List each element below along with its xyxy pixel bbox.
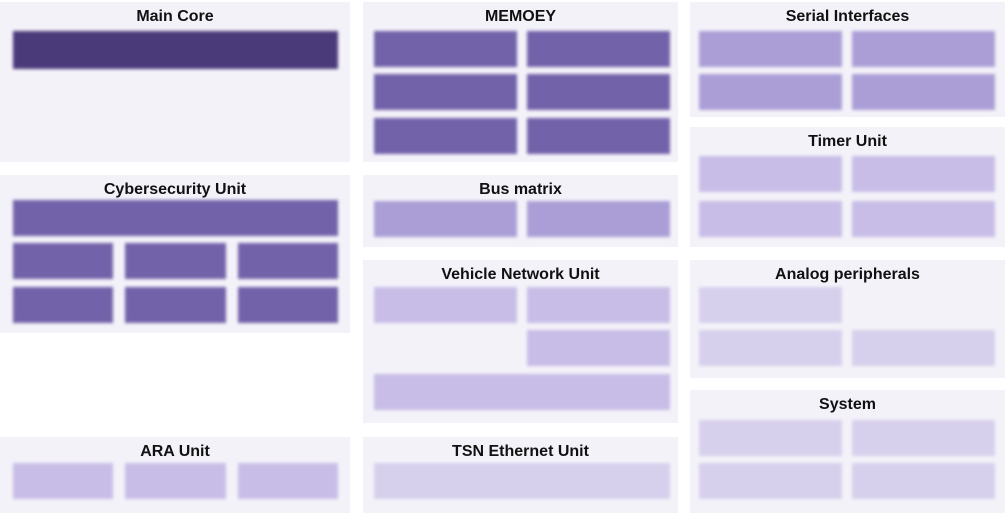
panel-title: ARA Unit <box>140 443 210 460</box>
serial-block <box>699 31 842 67</box>
panel-title: Cybersecurity Unit <box>103 181 247 198</box>
ara-block <box>238 463 338 499</box>
panel-title: Main Core <box>136 8 214 25</box>
memory-block <box>527 74 670 110</box>
timer-block <box>852 156 995 192</box>
system-block <box>699 463 842 499</box>
panel-title: System <box>819 396 876 413</box>
panel-title: Serial Interfaces <box>785 8 910 25</box>
cyber-block <box>238 243 338 279</box>
analog-block <box>699 330 842 366</box>
vnu-block <box>374 287 517 323</box>
timer-block <box>699 201 842 237</box>
panel-memory: MEMOEY <box>363 2 678 162</box>
cyber-block <box>125 287 226 323</box>
system-block <box>852 420 995 456</box>
panel-title: Vehicle Network Unit <box>441 266 600 283</box>
analog-block <box>699 287 842 323</box>
cyber-block <box>13 287 113 323</box>
panel-title: Bus matrix <box>479 181 562 198</box>
panel-bus-matrix: Bus matrix <box>363 175 678 247</box>
system-block <box>699 420 842 456</box>
bus-block <box>527 201 670 237</box>
panel-system: System <box>690 390 1005 513</box>
vnu-block <box>527 287 670 323</box>
vnu-block <box>527 330 670 366</box>
tsn-block <box>374 463 670 499</box>
analog-block <box>852 330 995 366</box>
panel-title: Timer Unit <box>808 133 887 150</box>
vnu-block <box>374 374 670 410</box>
bus-block <box>374 201 517 237</box>
panel-serial-interfaces: Serial Interfaces <box>690 2 1005 117</box>
serial-block <box>852 74 995 110</box>
panel-title: MEMOEY <box>484 8 557 25</box>
cyber-block <box>238 287 338 323</box>
timer-block <box>852 201 995 237</box>
cyber-block <box>125 243 226 279</box>
ara-block <box>125 463 226 499</box>
panel-tsn-ethernet-unit: TSN Ethernet Unit <box>363 437 678 513</box>
panel-title: TSN Ethernet Unit <box>452 443 589 460</box>
serial-block <box>699 74 842 110</box>
memory-block <box>527 118 670 154</box>
main-core-block <box>13 31 338 69</box>
panel-main-core: Main Core <box>0 2 350 162</box>
ara-block <box>13 463 113 499</box>
panel-title: Analog peripherals <box>775 266 920 283</box>
cyber-block <box>13 200 338 236</box>
memory-block <box>527 31 670 67</box>
memory-block <box>374 31 517 67</box>
panel-timer-unit: Timer Unit <box>690 127 1005 247</box>
panel-vehicle-network-unit: Vehicle Network Unit <box>363 260 678 423</box>
timer-block <box>699 156 842 192</box>
panel-cybersecurity-unit: Cybersecurity Unit <box>0 175 350 333</box>
panel-analog-peripherals: Analog peripherals <box>690 260 1005 378</box>
memory-block <box>374 74 517 110</box>
cyber-block <box>13 243 113 279</box>
memory-block <box>374 118 517 154</box>
serial-block <box>852 31 995 67</box>
panel-ara-unit: ARA Unit <box>0 437 350 513</box>
system-block <box>852 463 995 499</box>
